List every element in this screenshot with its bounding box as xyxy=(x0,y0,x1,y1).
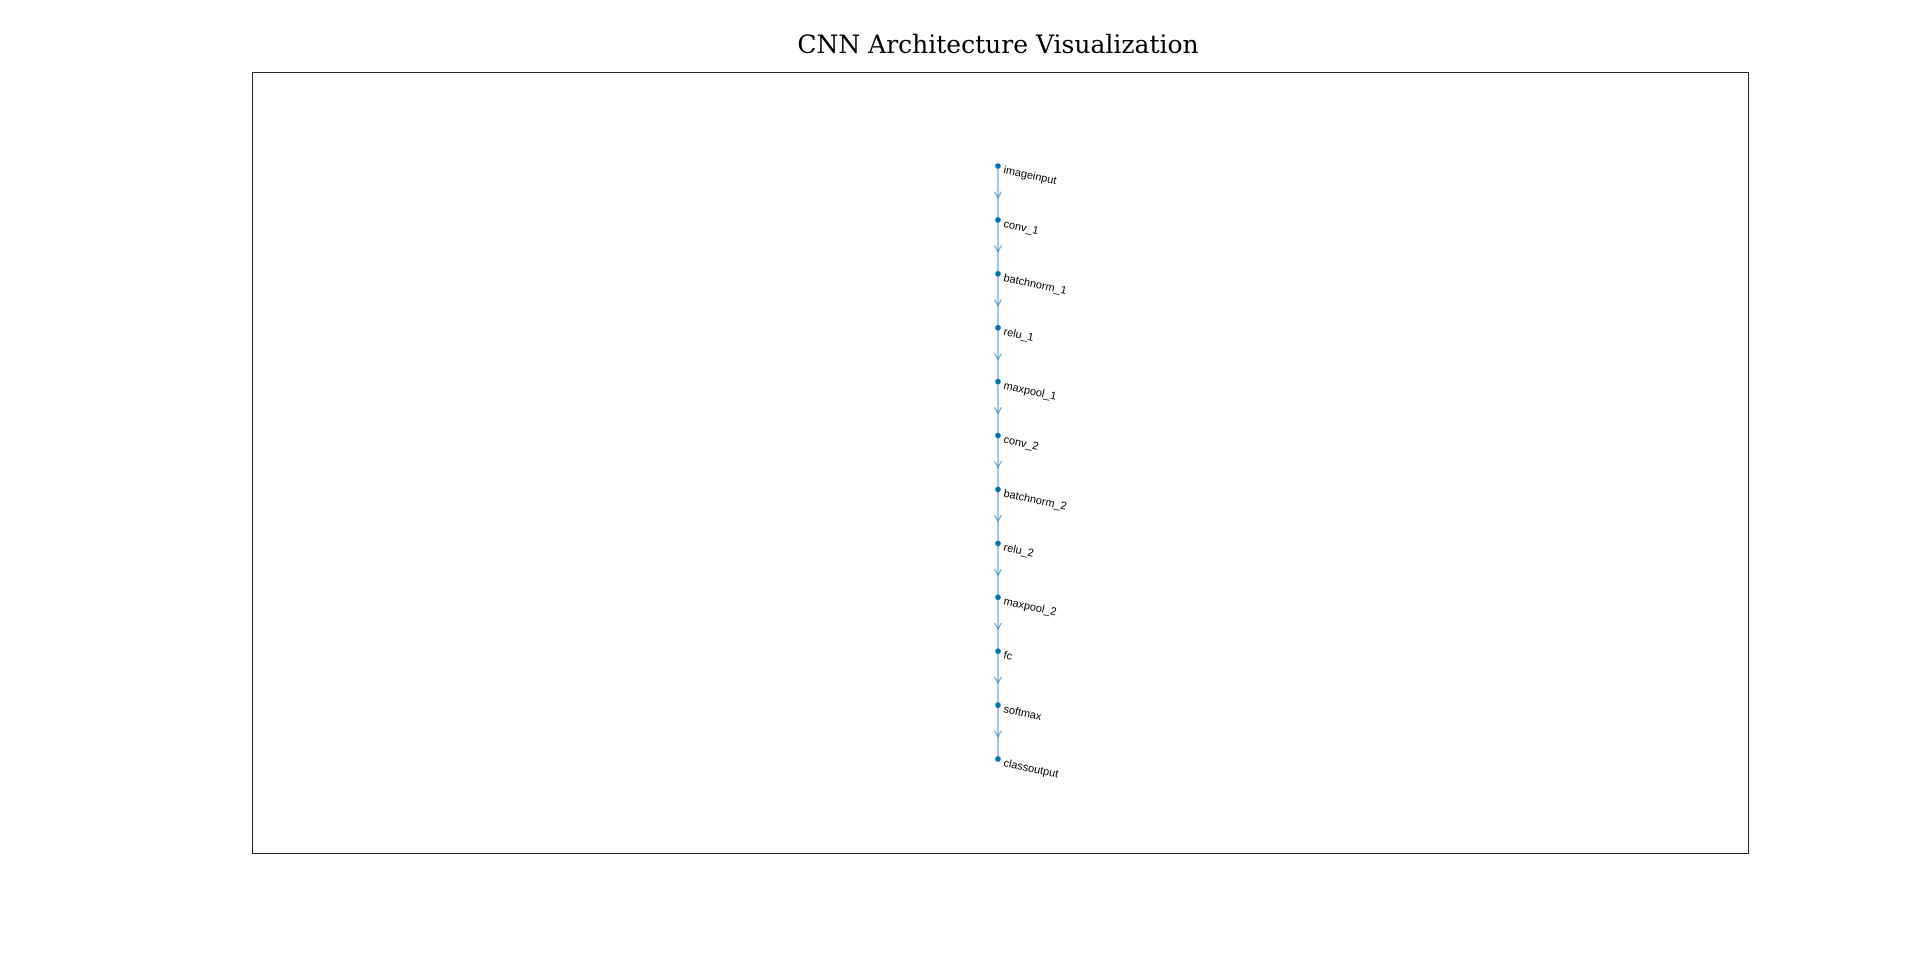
node-label-imageinput: imageinput xyxy=(1002,164,1057,187)
graph-node-conv_1 xyxy=(995,217,1001,223)
graph-node-conv_2 xyxy=(995,432,1001,439)
graph-node-batchnorm_1 xyxy=(995,271,1001,277)
edge-arrowhead-relu_1-maxpool_1 xyxy=(993,353,1003,361)
node-label-maxpool_2: maxpool_2 xyxy=(1002,595,1057,618)
graph-node-batchnorm_2 xyxy=(995,486,1001,493)
edge-arrowhead-softmax-classoutput xyxy=(993,730,1003,738)
edge-arrowhead-maxpool_2-fc xyxy=(993,622,1003,631)
node-label-batchnorm_2: batchnorm_2 xyxy=(1002,488,1067,513)
node-label-conv_2: conv_2 xyxy=(1002,434,1039,453)
node-label-fc: fc xyxy=(1002,649,1013,663)
node-label-batchnorm_1: batchnorm_1 xyxy=(1002,272,1067,297)
node-label-relu_2: relu_2 xyxy=(1002,542,1034,560)
graph-node-relu_2 xyxy=(995,540,1001,547)
edges-layer xyxy=(993,166,1003,759)
graph-node-maxpool_1 xyxy=(995,378,1001,385)
nodes-layer xyxy=(995,163,1001,762)
labels-layer: imageinput conv_1 batchnorm_1 relu_1maxpool… xyxy=(1002,164,1067,780)
node-label-classoutput: classoutput xyxy=(1002,757,1059,780)
node-label-conv_1: conv_1 xyxy=(1002,218,1039,237)
graph-node-maxpool_2 xyxy=(995,594,1001,601)
edge-arrowhead-conv_1-batchnorm_1 xyxy=(993,245,1003,253)
node-label-softmax: softmax xyxy=(1002,703,1043,723)
edge-arrowhead-batchnorm_2-relu_2 xyxy=(993,514,1003,523)
figure-title: CNN Architecture Visualization xyxy=(797,30,1199,59)
graph-node-softmax xyxy=(995,702,1001,708)
edge-arrowhead-fc-softmax xyxy=(993,676,1003,685)
node-label-relu_1: relu_1 xyxy=(1002,326,1034,344)
edge-arrowhead-imageinput-conv_1 xyxy=(993,191,1003,199)
graph-node-relu_1 xyxy=(995,324,1001,331)
edge-arrowhead-maxpool_1-conv_2 xyxy=(993,406,1003,415)
node-label-maxpool_1: maxpool_1 xyxy=(1002,380,1057,403)
graph-node-fc xyxy=(995,648,1001,654)
graph-node-imageinput xyxy=(995,163,1001,169)
edge-arrowhead-batchnorm_1-relu_1 xyxy=(993,299,1003,307)
graph-node-classoutput xyxy=(995,756,1001,762)
edge-arrowhead-relu_2-maxpool_2 xyxy=(993,568,1003,577)
edge-arrowhead-conv_2-batchnorm_2 xyxy=(993,460,1003,469)
